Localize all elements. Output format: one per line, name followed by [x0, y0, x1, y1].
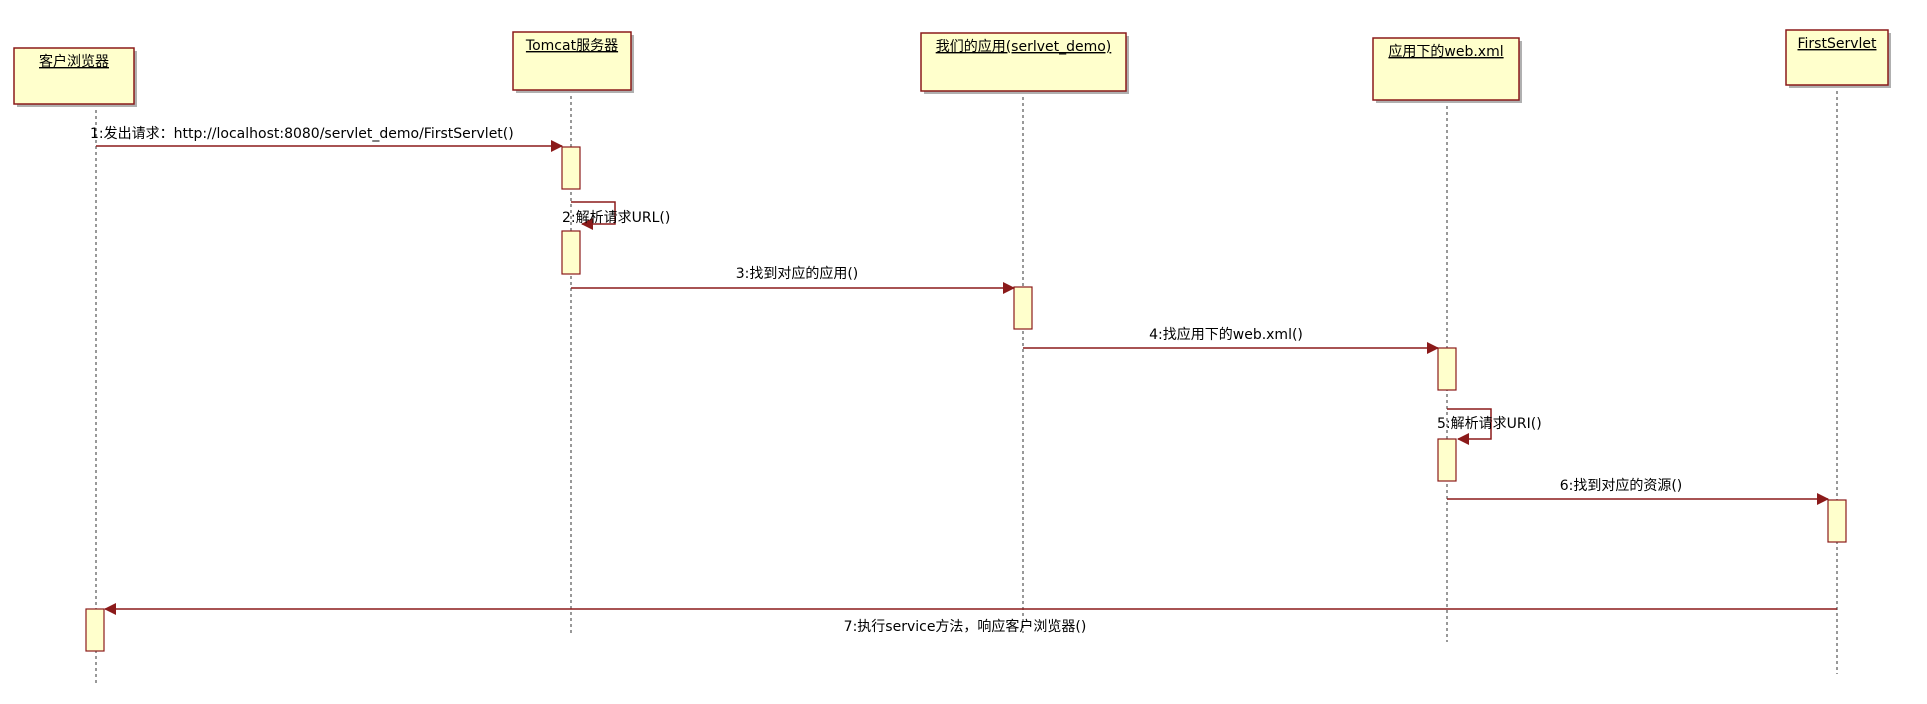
message-label: 5:解析请求URI()	[1437, 416, 1542, 432]
participant-label: 客户浏览器	[39, 53, 109, 70]
message-seq: 6	[1560, 478, 1569, 494]
participant-app: 我们的应用(serlvet_demo)	[920, 32, 1129, 94]
participant-browser: 客户浏览器	[13, 47, 137, 107]
message-seq: 4	[1149, 327, 1158, 343]
message-separator: :	[745, 266, 750, 282]
message-seq: 5	[1437, 416, 1446, 432]
message-1: 1:发出请求：http://localhost:8080/servlet_dem…	[90, 126, 563, 152]
message-5: 5:解析请求URI()	[1437, 408, 1542, 445]
message-text: 发出请求：http://localhost:8080/servlet_demo/…	[104, 126, 514, 142]
message-seq: 1	[90, 126, 99, 142]
activation-bar	[1437, 438, 1457, 482]
activation-bar	[1013, 286, 1033, 330]
activation-bar	[85, 608, 105, 652]
message-seq: 2	[562, 210, 571, 226]
message-7: 7:执行service方法，响应客户浏览器()	[104, 603, 1837, 635]
participant-servlet: FirstServlet	[1785, 29, 1891, 88]
message-separator: :	[571, 210, 576, 226]
participant-label: 应用下的web.xml	[1388, 43, 1503, 60]
message-seq: 7	[844, 619, 853, 635]
message-text: 找到对应的资源()	[1573, 477, 1682, 494]
message-text: 解析请求URL()	[576, 210, 671, 226]
participants-layer: 客户浏览器 Tomcat服务器 我们的应用(serlvet_demo) 应用下的web…	[13, 29, 1891, 107]
participant-webxml: 应用下的web.xml	[1372, 37, 1522, 103]
message-separator: :	[853, 619, 858, 635]
activation-bar	[1437, 347, 1457, 391]
message-text: 解析请求URI()	[1451, 416, 1542, 432]
message-label: 3:找到对应的应用()	[736, 265, 859, 282]
message-separator: :	[1158, 327, 1163, 343]
activations-layer	[85, 146, 1847, 652]
participant-box	[13, 47, 135, 105]
participant-box	[1785, 29, 1889, 86]
messages-layer: 1:发出请求：http://localhost:8080/servlet_dem…	[90, 126, 1837, 635]
message-label: 4:找应用下的web.xml()	[1149, 326, 1303, 343]
message-label: 2:解析请求URL()	[562, 210, 670, 226]
self-message-arrow	[1447, 408, 1492, 445]
message-text: 找到对应的应用()	[749, 265, 858, 282]
self-message-arrow	[571, 201, 616, 230]
message-3: 3:找到对应的应用()	[571, 265, 1015, 294]
message-6: 6:找到对应的资源()	[1447, 477, 1829, 505]
message-separator: :	[1446, 416, 1451, 432]
message-label: 7:执行service方法，响应客户浏览器()	[844, 618, 1087, 635]
participant-box	[920, 32, 1127, 92]
message-text: 找应用下的web.xml()	[1163, 326, 1303, 343]
message-4: 4:找应用下的web.xml()	[1023, 326, 1439, 354]
activation-bar	[561, 230, 581, 275]
message-label: 6:找到对应的资源()	[1560, 477, 1683, 494]
message-label: 1:发出请求：http://localhost:8080/servlet_dem…	[90, 126, 514, 142]
participant-tomcat: Tomcat服务器	[512, 31, 634, 93]
participant-box	[1372, 37, 1520, 101]
activation-bar	[1827, 499, 1847, 543]
message-separator: :	[99, 126, 104, 142]
message-text: 执行service方法，响应客户浏览器()	[857, 618, 1086, 635]
participant-label: 我们的应用(serlvet_demo)	[936, 38, 1112, 55]
message-2: 2:解析请求URL()	[562, 201, 670, 230]
activation-bar	[561, 146, 581, 190]
participant-label: FirstServlet	[1798, 36, 1878, 52]
lifelines-layer	[95, 85, 1838, 683]
message-separator: :	[1569, 478, 1574, 494]
participant-label: Tomcat服务器	[525, 38, 618, 54]
participant-box	[512, 31, 632, 91]
message-seq: 3	[736, 266, 745, 282]
